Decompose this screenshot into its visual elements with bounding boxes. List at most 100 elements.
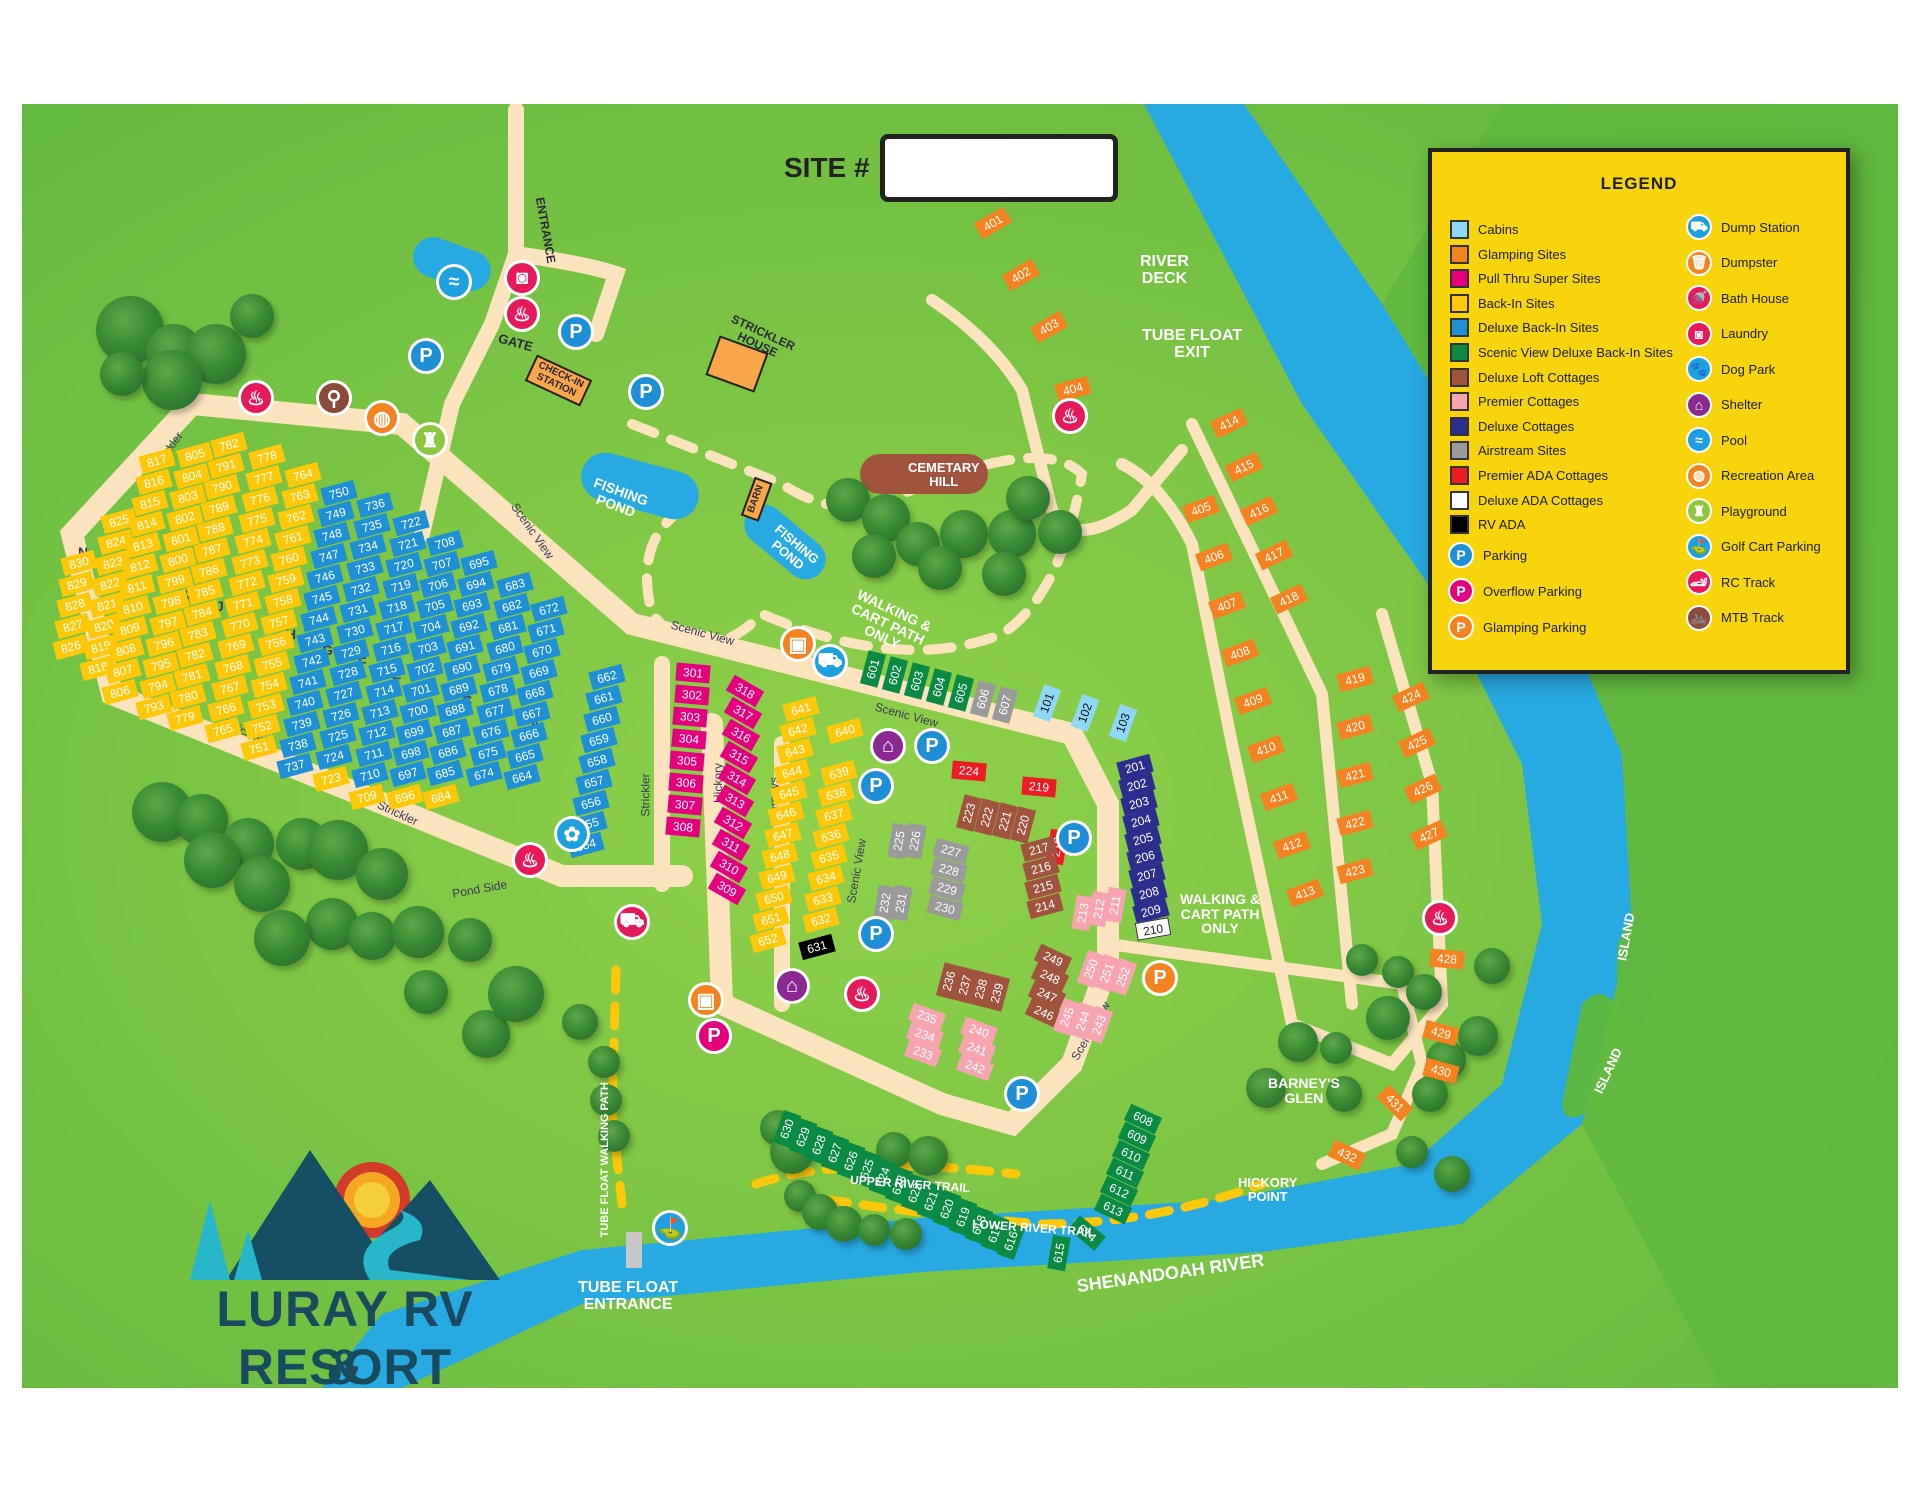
paw-icon: 🐾	[1686, 356, 1712, 382]
legend-item: ⛟Dump Station	[1686, 214, 1800, 240]
color-swatch	[1450, 441, 1469, 461]
parking-icon[interactable]: P	[628, 374, 664, 410]
legend-item: ◙Laundry	[1686, 320, 1768, 347]
campsite[interactable]: 224	[951, 760, 987, 782]
tree-icon	[1006, 476, 1050, 520]
parking-icon[interactable]: P	[1004, 1076, 1040, 1112]
legend-label: Premier ADA Cottages	[1478, 468, 1609, 483]
legend-label: RC Track	[1721, 574, 1776, 590]
tree-icon	[1412, 1076, 1448, 1112]
tree-icon	[142, 350, 202, 410]
campsite[interactable]: 307	[666, 794, 703, 816]
place-label: BARNEY'S GLEN	[1268, 1075, 1340, 1106]
bicycle-icon[interactable]: ⚲	[316, 380, 352, 416]
legend-title: LEGEND	[1600, 174, 1678, 193]
resort-logo: LURAY RV RESORT & CAMPGROUND on Shenando…	[140, 1120, 540, 1388]
shower-icon[interactable]: ♨	[844, 976, 880, 1012]
tree-icon	[254, 910, 310, 966]
campsite[interactable]: 308	[665, 816, 701, 838]
campsite[interactable]: 302	[673, 684, 710, 706]
legend-item: Deluxe Back-In Sites	[1450, 318, 1599, 338]
legend-label: Premier Cottages	[1478, 394, 1580, 410]
dumpster-icon[interactable]: ▣	[688, 982, 724, 1018]
place-label: CEMETARY HILL	[908, 460, 980, 489]
tree-icon	[588, 1046, 620, 1078]
legend-label: Shelter	[1721, 397, 1763, 412]
fishing-pond-1	[581, 452, 699, 520]
parking-icon[interactable]: P	[1056, 820, 1092, 856]
glamping-parking-icon[interactable]: P	[1142, 960, 1178, 996]
legend-label: Back-In Sites	[1478, 295, 1555, 311]
parking-icon: P	[1448, 578, 1474, 604]
legend-label: Deluxe ADA Cottages	[1478, 492, 1604, 508]
laundry-icon[interactable]: ◙	[504, 260, 540, 296]
color-swatch	[1450, 244, 1469, 264]
legend-item: RV ADA	[1450, 515, 1525, 535]
color-swatch	[1450, 269, 1469, 289]
tree-icon	[918, 546, 962, 590]
tree-icon	[598, 1120, 630, 1152]
basketball-icon[interactable]: ◍	[364, 400, 400, 436]
tree-icon	[100, 352, 144, 396]
legend-label: Glamping Parking	[1483, 619, 1587, 635]
dump-station-icon[interactable]: ⛟	[812, 644, 848, 680]
tree-icon	[590, 1084, 622, 1116]
tree-icon	[356, 848, 408, 900]
legend-item: Scenic View Deluxe Back-In Sites	[1450, 343, 1673, 362]
campsite[interactable]: 306	[668, 772, 704, 794]
legend-label: Dumpster	[1721, 255, 1778, 270]
overflow-parking-icon[interactable]: P	[696, 1018, 732, 1054]
site-number-label: SITE #	[784, 152, 870, 183]
shower-icon[interactable]: ♨	[504, 296, 540, 332]
color-swatch	[1450, 466, 1469, 485]
dump-station-icon: ⛟	[1686, 214, 1712, 240]
pool-icon[interactable]: ≈	[436, 264, 472, 300]
tree-icon	[184, 832, 240, 888]
tree-icon	[562, 1004, 598, 1040]
campsite[interactable]: 219	[1021, 776, 1057, 798]
paw-icon[interactable]: ✿	[554, 816, 590, 852]
site-number-field[interactable]	[880, 134, 1118, 202]
parking-icon: P	[1448, 614, 1474, 640]
place-label: TUBE FLOAT EXIT	[1142, 327, 1243, 361]
campsite[interactable]: 303	[672, 706, 708, 728]
color-swatch	[1450, 490, 1469, 510]
bicycle-icon: 🚲	[1686, 604, 1712, 631]
parking-icon[interactable]: P	[858, 768, 894, 804]
parking-icon[interactable]: P	[408, 338, 444, 374]
campsite[interactable]: 428	[1429, 948, 1465, 970]
tree-icon	[1366, 996, 1410, 1040]
legend-label: Deluxe Loft Cottages	[1478, 369, 1600, 385]
tree-icon	[230, 294, 274, 338]
shower-icon[interactable]: ♨	[1052, 398, 1088, 434]
campsite[interactable]: 305	[669, 750, 706, 772]
legend-item: Premier Cottages	[1450, 392, 1580, 412]
color-swatch	[1450, 343, 1469, 362]
playground-icon[interactable]: ♜	[412, 422, 448, 458]
legend-label: Pull Thru Super Sites	[1478, 271, 1601, 287]
laundry-icon: ◙	[1686, 320, 1712, 347]
parking-icon[interactable]: P	[914, 728, 950, 764]
dumpster-icon: 🗑	[1686, 249, 1712, 276]
color-swatch	[1450, 293, 1469, 313]
logo-line-2: & CAMPGROUND	[326, 1339, 364, 1388]
tree-icon	[234, 856, 290, 912]
shower-icon[interactable]: ♨	[512, 842, 548, 878]
shower-icon[interactable]: ♨	[1422, 900, 1458, 936]
legend-label: Scenic View Deluxe Back-In Sites	[1478, 345, 1673, 360]
legend-item: ⌂Shelter	[1686, 391, 1763, 418]
campsite[interactable]: 301	[675, 662, 711, 684]
golf-cart-icon[interactable]: ⛳	[652, 1210, 688, 1246]
shelter-icon[interactable]: ⌂	[870, 728, 906, 764]
campsite[interactable]: 304	[671, 728, 707, 750]
shelter-icon[interactable]: ⌂	[774, 968, 810, 1004]
tree-icon	[404, 970, 448, 1014]
dumpster-icon[interactable]: ▣	[780, 626, 816, 662]
rc-car-icon[interactable]: ⛟	[614, 904, 650, 940]
fishing-pond-2	[744, 504, 826, 580]
shower-icon[interactable]: ♨	[238, 380, 274, 416]
tree-icon	[1038, 510, 1082, 554]
parking-icon[interactable]: P	[558, 314, 594, 350]
parking-icon[interactable]: P	[858, 916, 894, 952]
